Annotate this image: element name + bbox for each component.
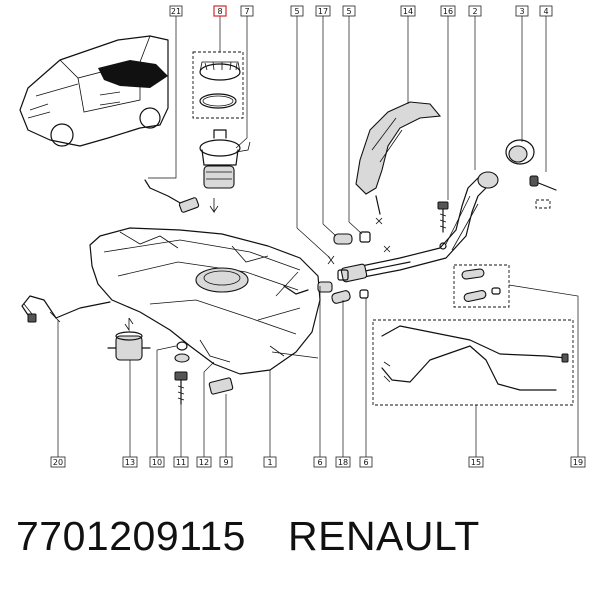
filler-cap xyxy=(505,139,535,165)
fuel-gauge-sender xyxy=(144,179,200,213)
cap-screw xyxy=(529,175,557,209)
callout-label: 5 xyxy=(342,5,356,17)
svg-text:6: 6 xyxy=(317,458,322,467)
callout-label: 16 xyxy=(440,5,456,17)
svg-text:8: 8 xyxy=(217,7,222,16)
part-number: 7701209115 xyxy=(16,513,246,559)
svg-text:21: 21 xyxy=(171,7,181,16)
svg-text:3: 3 xyxy=(519,7,524,16)
callout-label: 5 xyxy=(290,5,304,17)
assembly-arrows xyxy=(124,198,219,332)
callout-label: 13 xyxy=(122,456,138,468)
leader-lines xyxy=(57,14,579,457)
filler-neck xyxy=(340,171,499,283)
svg-text:2: 2 xyxy=(472,7,477,16)
svg-text:1: 1 xyxy=(267,458,272,467)
svg-text:10: 10 xyxy=(152,458,162,467)
breather-pipe-frame xyxy=(372,319,574,406)
callout-label-highlighted: 8 xyxy=(213,5,227,17)
svg-text:13: 13 xyxy=(125,458,135,467)
part-caption: 7701209115 RENAULT xyxy=(16,513,480,560)
svg-text:5: 5 xyxy=(294,7,299,16)
callout-label: 6 xyxy=(359,456,373,468)
callout-label: 15 xyxy=(468,456,484,468)
callout-label: 20 xyxy=(50,456,66,468)
fuel-pump-module xyxy=(199,129,251,189)
hose-clip-upper xyxy=(333,231,371,245)
brand-name: RENAULT xyxy=(287,513,480,559)
callout-label: 9 xyxy=(219,456,233,468)
svg-text:11: 11 xyxy=(176,458,186,467)
callout-label: 6 xyxy=(313,456,327,468)
hose-kit-frame xyxy=(453,264,510,308)
callout-label: 4 xyxy=(539,5,553,17)
svg-text:17: 17 xyxy=(318,7,328,16)
svg-text:14: 14 xyxy=(403,7,413,16)
pad xyxy=(208,377,234,395)
callout-label: 2 xyxy=(468,5,482,17)
grommet xyxy=(174,341,190,363)
svg-text:19: 19 xyxy=(573,458,583,467)
callout-label: 7 xyxy=(240,5,254,17)
callout-label: 12 xyxy=(196,456,212,468)
fuel-tank xyxy=(89,227,321,375)
tank-bolt xyxy=(174,371,188,405)
callout-label: 10 xyxy=(149,456,165,468)
svg-text:9: 9 xyxy=(223,458,228,467)
hose-clip-lower xyxy=(317,269,369,304)
svg-text:4: 4 xyxy=(543,7,548,16)
callout-label: 14 xyxy=(400,5,416,17)
breather-pipes xyxy=(381,325,569,391)
hose-kit xyxy=(461,268,501,303)
bolt xyxy=(437,201,449,250)
heat-shield xyxy=(355,101,442,215)
callouts-top: 21 8 7 5 17 5 14 16 2 3 4 xyxy=(169,5,553,17)
callout-label: 19 xyxy=(570,456,586,468)
fuel-filter xyxy=(107,331,151,361)
svg-text:12: 12 xyxy=(199,458,209,467)
svg-text:15: 15 xyxy=(471,458,481,467)
vehicle-thumbnail xyxy=(19,35,169,147)
svg-text:18: 18 xyxy=(338,458,348,467)
fuel-pump-seal xyxy=(199,93,237,109)
callout-label: 18 xyxy=(335,456,351,468)
svg-text:6: 6 xyxy=(363,458,368,467)
callout-label: 17 xyxy=(315,5,331,17)
svg-text:5: 5 xyxy=(346,7,351,16)
svg-text:7: 7 xyxy=(244,7,249,16)
svg-text:16: 16 xyxy=(443,7,453,16)
callout-label: 21 xyxy=(169,5,183,17)
pump-kit-frame xyxy=(192,51,244,119)
callout-label: 3 xyxy=(515,5,529,17)
callouts-bottom: 20 13 10 11 12 9 1 6 18 6 15 19 xyxy=(50,456,586,468)
exploded-parts-diagram: 21 8 7 5 17 5 14 16 2 3 4 20 13 10 11 12… xyxy=(19,5,586,468)
svg-text:20: 20 xyxy=(53,458,63,467)
fuel-pump-lock-ring xyxy=(199,61,241,81)
callout-label: 11 xyxy=(173,456,189,468)
callout-label: 1 xyxy=(263,456,277,468)
vent-pipe xyxy=(21,295,111,323)
